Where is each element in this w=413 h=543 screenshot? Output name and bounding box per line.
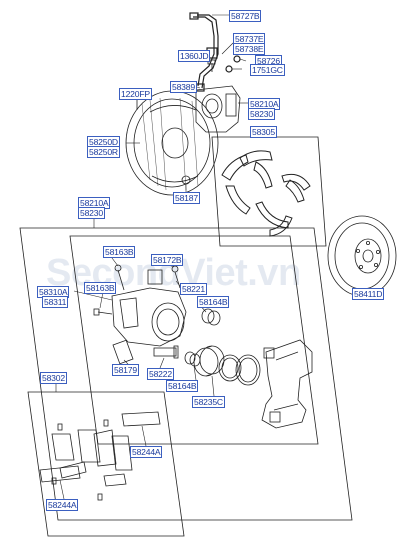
caliper-bracket bbox=[261, 339, 313, 429]
top-caliper bbox=[195, 85, 241, 133]
part-label-58164b-a: 58164B bbox=[197, 296, 230, 308]
pad-kit-frame bbox=[27, 391, 185, 537]
brake-rotor bbox=[327, 215, 397, 297]
part-label-58244a-b: 58244A bbox=[46, 499, 79, 511]
piston-58235c bbox=[193, 345, 225, 377]
guide-bolt-left bbox=[93, 308, 113, 316]
guide-pin-58179 bbox=[112, 339, 134, 365]
guide-pin-58222 bbox=[153, 345, 179, 359]
part-label-58179: 58179 bbox=[112, 364, 139, 376]
bolt-1360jd bbox=[207, 59, 216, 72]
part-label-58235c: 58235C bbox=[192, 396, 225, 408]
part-label-58244a-a: 58244A bbox=[130, 446, 163, 458]
part-label-58302: 58302 bbox=[40, 372, 67, 384]
part-label-58230-top: 58230 bbox=[248, 108, 275, 120]
part-label-58164b-b: 58164B bbox=[166, 380, 199, 392]
caliper-body bbox=[111, 264, 187, 347]
part-label-58727b: 58727B bbox=[229, 10, 262, 22]
part-label-1751gc: 1751GC bbox=[250, 64, 285, 76]
part-label-58738e: 58738E bbox=[233, 43, 266, 55]
part-label-58411d: 58411D bbox=[352, 288, 385, 300]
part-label-58311: 58311 bbox=[42, 296, 69, 308]
caliper-subframe bbox=[69, 235, 319, 445]
caliper-assembly-frame bbox=[19, 227, 353, 521]
shoe-kit-frame bbox=[211, 136, 327, 247]
part-label-58187: 58187 bbox=[173, 192, 200, 204]
leader-lines bbox=[55, 14, 371, 500]
part-label-58163b-a: 58163B bbox=[103, 246, 136, 258]
piston-seals bbox=[218, 354, 261, 386]
part-label-58163b-b: 58163B bbox=[84, 282, 117, 294]
brake-pads bbox=[39, 411, 161, 501]
part-label-1360jd: 1360JD bbox=[178, 50, 211, 62]
boot-58164b-a bbox=[201, 308, 221, 326]
part-label-58222: 58222 bbox=[147, 368, 174, 380]
part-label-58250r: 58250R bbox=[87, 146, 120, 158]
part-label-58389: 58389 bbox=[170, 81, 197, 93]
part-label-1220fp: 1220FP bbox=[119, 88, 152, 100]
brake-hose bbox=[189, 12, 241, 92]
part-label-58305: 58305 bbox=[250, 126, 277, 138]
part-label-58172b: 58172B bbox=[151, 254, 184, 266]
part-label-58221: 58221 bbox=[180, 283, 207, 295]
part-label-58230-mid: 58230 bbox=[78, 207, 105, 219]
parking-shoes bbox=[221, 150, 311, 237]
boot-58164b-b bbox=[184, 351, 201, 367]
